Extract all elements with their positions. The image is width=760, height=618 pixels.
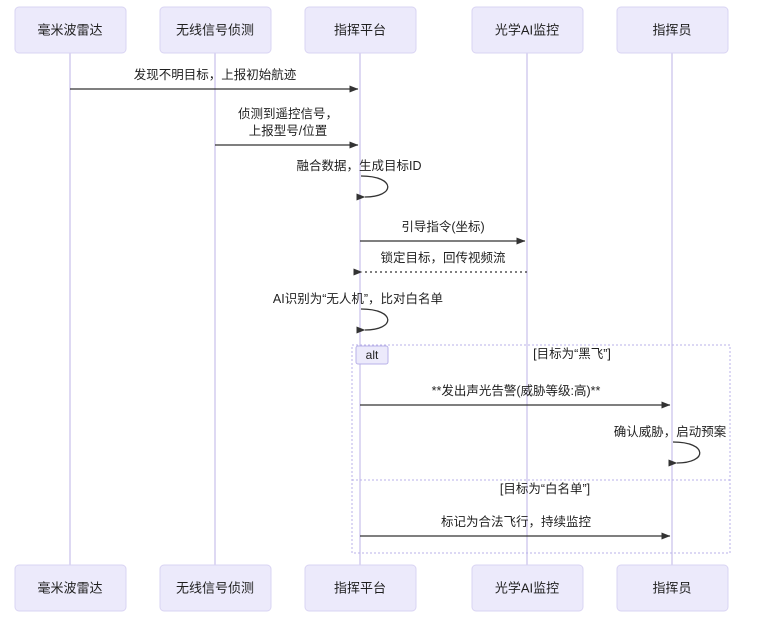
message-9-label: 标记为合法飞行，持续监控 bbox=[441, 514, 592, 529]
alt-condition-2: [目标为“白名单”] bbox=[500, 481, 590, 496]
actor-bottom-rf-box[interactable] bbox=[159, 564, 272, 612]
message-7: **发出声光告警(威胁等级:高)** bbox=[360, 383, 671, 409]
message-5-label: 锁定目标，回传视频流 bbox=[380, 250, 506, 265]
message-3-label: 融合数据，生成目标ID bbox=[296, 158, 421, 173]
lifelines bbox=[69, 53, 673, 565]
message-3-self-loop bbox=[356, 175, 389, 201]
actor-bottom-radar-box[interactable] bbox=[14, 564, 127, 612]
actor-bottom-platform-box[interactable] bbox=[304, 564, 417, 612]
actor-top-radar[interactable]: 毫米波雷达 bbox=[14, 6, 127, 54]
actor-bottom-rf[interactable]: 无线信号侦测 bbox=[159, 564, 272, 612]
message-3-self: 融合数据，生成目标ID bbox=[296, 158, 422, 201]
actor-bottom-optical-label: 光学AI监控 bbox=[495, 580, 559, 595]
alt-fragment-frame bbox=[351, 344, 731, 554]
actor-top-platform[interactable]: 指挥平台 bbox=[304, 6, 417, 54]
actor-bottom-radar[interactable]: 毫米波雷达 bbox=[14, 564, 127, 612]
actor-bottom-rf-label: 无线信号侦测 bbox=[176, 580, 254, 595]
message-7-label: **发出声光告警(威胁等级:高)** bbox=[432, 383, 601, 398]
message-8-label: 确认威胁，启动预案 bbox=[614, 424, 727, 439]
alt-fragment: alt [目标为“黑飞”] [目标为“白名单”] bbox=[351, 344, 731, 554]
message-1-label: 发现不明目标，上报初始航迹 bbox=[134, 67, 297, 82]
actor-bottom-platform-label: 指挥平台 bbox=[334, 580, 386, 595]
actor-top-rf-box[interactable] bbox=[159, 6, 272, 54]
actor-bottom-commander-label: 指挥员 bbox=[652, 580, 691, 595]
message-2-label-line1: 侦测到遥控信号， bbox=[238, 107, 338, 121]
actor-bottom-optical-box[interactable] bbox=[471, 564, 584, 612]
alt-operator-tag bbox=[355, 345, 389, 365]
actor-top-radar-label: 毫米波雷达 bbox=[37, 22, 102, 37]
actors-bottom: 毫米波雷达 无线信号侦测 指挥平台 光学AI监控 指挥员 bbox=[14, 564, 729, 612]
alt-condition-1: [目标为“黑飞”] bbox=[533, 347, 611, 361]
actor-bottom-optical[interactable]: 光学AI监控 bbox=[471, 564, 584, 612]
actor-bottom-commander-box[interactable] bbox=[616, 564, 729, 612]
message-2-label-line2: 上报型号/位置 bbox=[249, 123, 327, 138]
message-2: 侦测到遥控信号， 上报型号/位置 bbox=[215, 107, 359, 149]
alt-operator-label: alt bbox=[366, 348, 379, 362]
message-5: 锁定目标，回传视频流 bbox=[353, 250, 527, 276]
actor-bottom-commander[interactable]: 指挥员 bbox=[616, 564, 729, 612]
actor-top-optical-label: 光学AI监控 bbox=[495, 22, 559, 37]
actor-top-commander-box[interactable] bbox=[616, 6, 729, 54]
message-6-label: AI识别为“无人机”，比对白名单 bbox=[273, 291, 443, 306]
message-6-self: AI识别为“无人机”，比对白名单 bbox=[273, 291, 443, 334]
actor-top-commander-label: 指挥员 bbox=[652, 22, 691, 37]
message-9: 标记为合法飞行，持续监控 bbox=[360, 514, 671, 540]
message-4-label: 引导指令(坐标) bbox=[401, 219, 484, 234]
actor-top-platform-label: 指挥平台 bbox=[334, 22, 386, 37]
actor-top-optical-box[interactable] bbox=[471, 6, 584, 54]
actor-top-rf[interactable]: 无线信号侦测 bbox=[159, 6, 272, 54]
actor-top-optical[interactable]: 光学AI监控 bbox=[471, 6, 584, 54]
actor-bottom-radar-label: 毫米波雷达 bbox=[37, 580, 102, 595]
message-8-self: 确认威胁，启动预案 bbox=[614, 424, 727, 467]
message-1: 发现不明目标，上报初始航迹 bbox=[70, 67, 359, 93]
actor-top-rf-label: 无线信号侦测 bbox=[176, 22, 254, 37]
actor-top-platform-box[interactable] bbox=[304, 6, 417, 54]
message-6-self-loop bbox=[356, 308, 389, 334]
actor-top-radar-box[interactable] bbox=[14, 6, 127, 54]
actors-top: 毫米波雷达 无线信号侦测 指挥平台 光学AI监控 指挥员 bbox=[14, 6, 729, 54]
message-4: 引导指令(坐标) bbox=[360, 219, 526, 245]
actor-bottom-platform[interactable]: 指挥平台 bbox=[304, 564, 417, 612]
message-8-self-loop bbox=[668, 441, 701, 467]
actor-top-commander[interactable]: 指挥员 bbox=[616, 6, 729, 54]
